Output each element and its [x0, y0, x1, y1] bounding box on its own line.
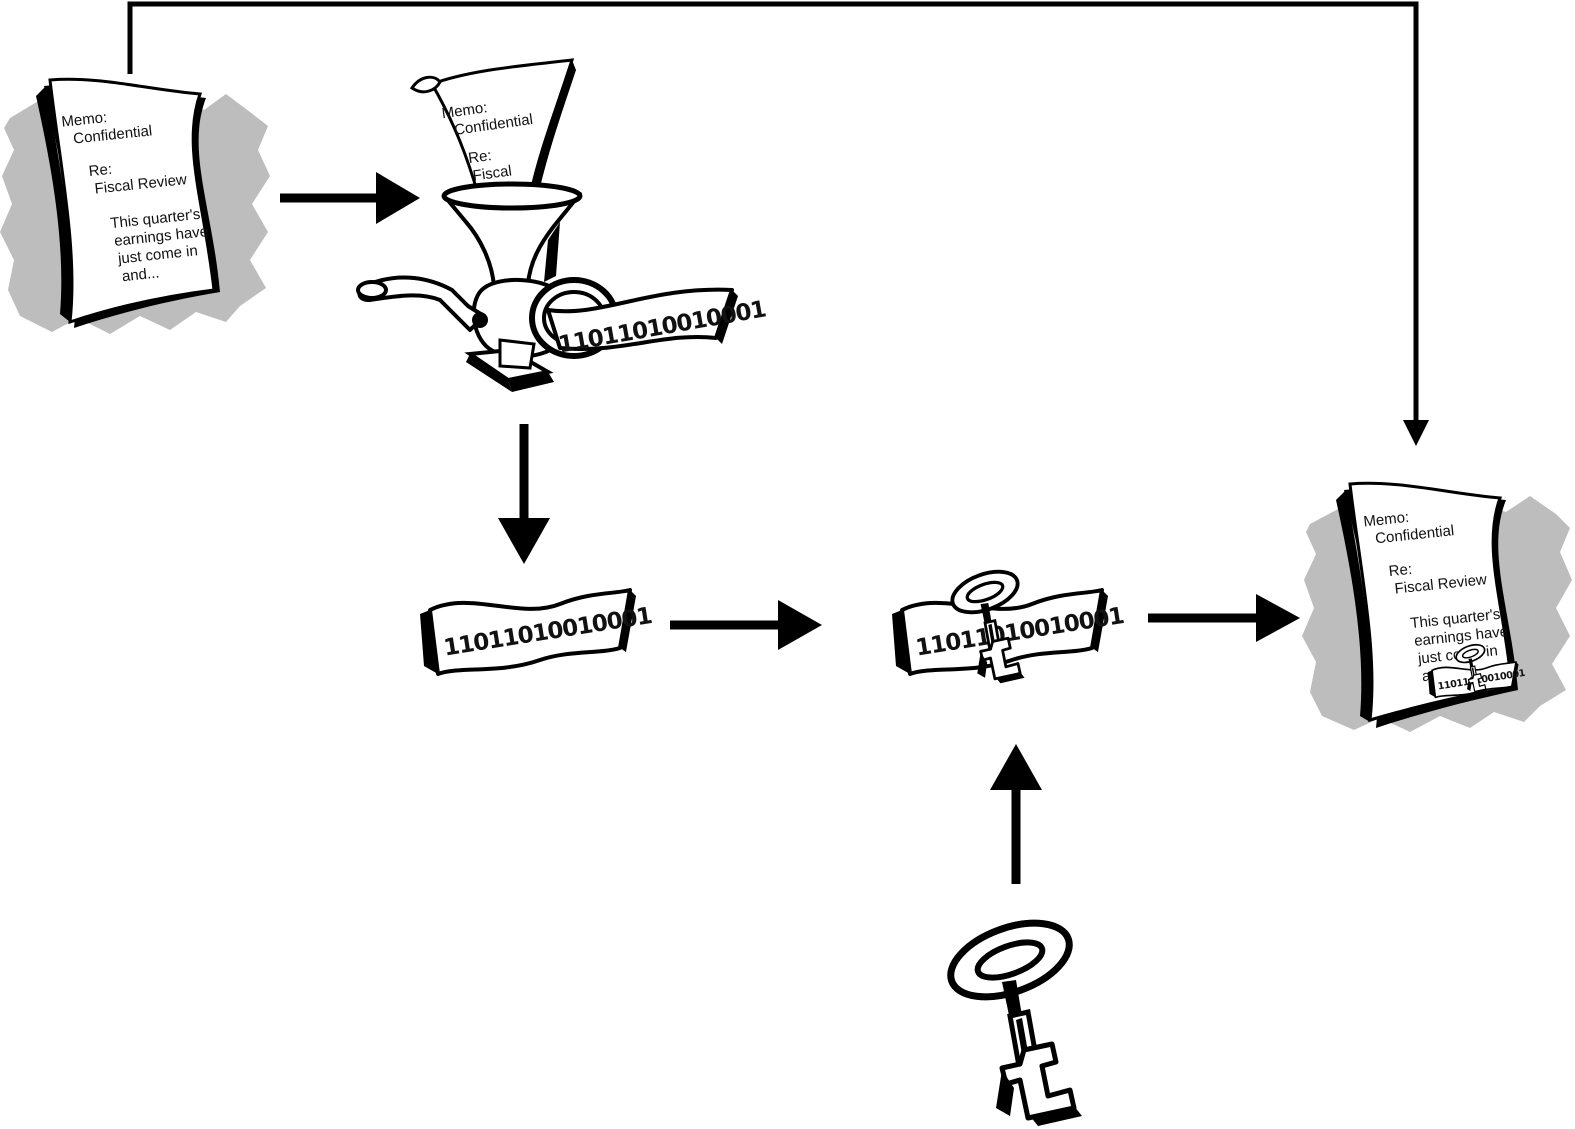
- memo-line-3: Re:: [1388, 561, 1413, 580]
- memo-line-1: Memo:: [61, 109, 108, 131]
- memo-line-1: Memo:: [1363, 509, 1410, 531]
- binary-ribbon-icon: 11011010010001: [890, 588, 1125, 676]
- binary-ribbon-icon: 11011010010001: [418, 588, 653, 676]
- svg-text:Memo: Confidential: Memo: Confidential Re: Fiscal Review Thi…: [61, 99, 217, 289]
- feedback-line: [127, 1, 1429, 446]
- arrow-locked-to-memo: [1148, 594, 1300, 642]
- memo-line-8: and...: [121, 264, 160, 285]
- memo-line-3: Re:: [88, 161, 113, 180]
- meat-grinder-icon: Memo: Confidential Re: Fiscal Review: 11…: [356, 58, 768, 392]
- arrow-binary-to-locked: [670, 600, 822, 650]
- arrow-grinder-to-binary: [498, 424, 550, 564]
- funnel-memo-line-3: Re:: [467, 147, 492, 167]
- arrow-key-to-locked: [990, 744, 1042, 884]
- memo-document-icon: Memo: Confidential Re: Fiscal Review Thi…: [0, 77, 270, 334]
- memo-document-icon: Memo: Confidential Re: Fiscal Review Thi…: [1302, 481, 1572, 732]
- key-icon: [941, 909, 1082, 1126]
- arrow-memo-to-grinder: [280, 172, 420, 224]
- funnel-memo-line-1: Memo:: [441, 99, 489, 122]
- funnel-memo-line-4: Fiscal: [472, 162, 513, 184]
- encrypted-binary-icon: 11011010010001: [890, 561, 1125, 686]
